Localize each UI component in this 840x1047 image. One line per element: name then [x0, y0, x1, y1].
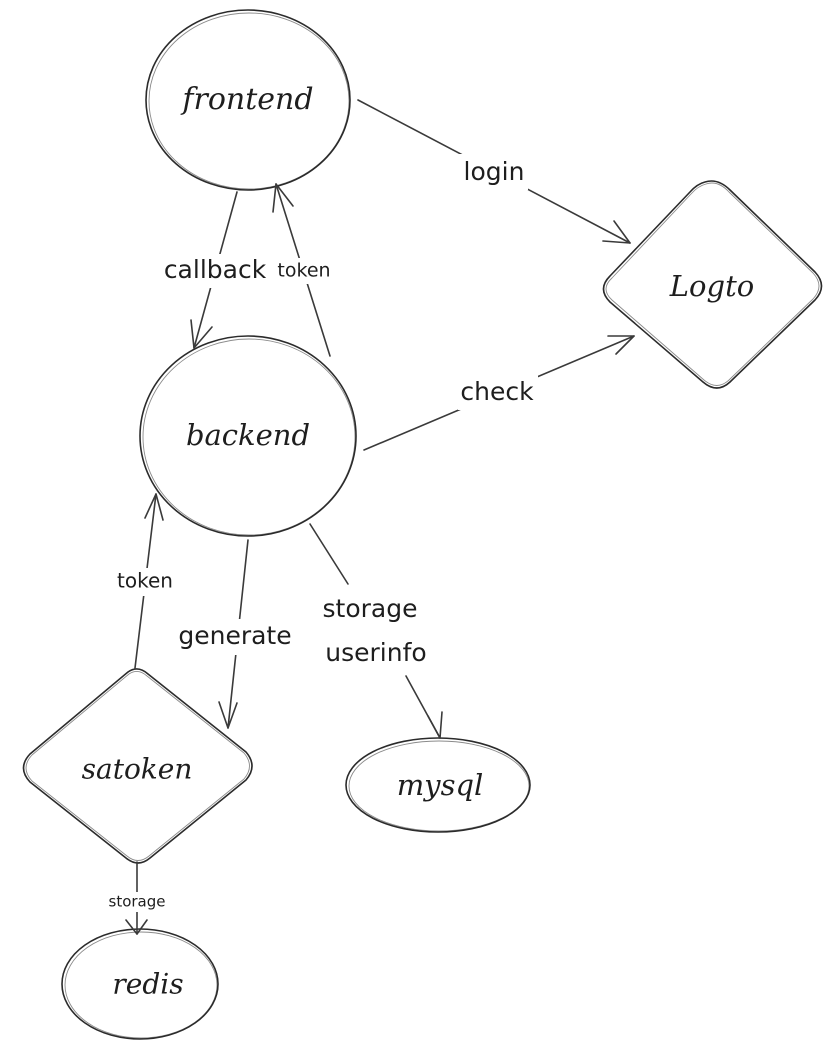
- edge-token-backend-frontend[interactable]: token: [272, 183, 336, 357]
- backend-label: backend: [186, 418, 310, 452]
- mysql-label: mysql: [397, 768, 484, 802]
- edge-label-generate: generate: [178, 621, 291, 650]
- edge-label-check: check: [460, 377, 534, 406]
- satoken-label: satoken: [82, 753, 193, 786]
- edge-label-token-bottom: token: [117, 569, 173, 593]
- edge-token-satoken-backend[interactable]: token: [112, 493, 178, 669]
- edge-label-userinfo: userinfo: [325, 638, 426, 667]
- edge-label-token-top: token: [277, 260, 330, 282]
- edge-generate[interactable]: generate: [172, 539, 298, 729]
- backend-node[interactable]: backend: [139, 335, 357, 537]
- logto-node[interactable]: Logto: [602, 180, 823, 389]
- mysql-node[interactable]: mysql: [345, 737, 531, 833]
- frontend-node[interactable]: frontend: [145, 9, 351, 191]
- edge-callback[interactable]: callback: [160, 191, 270, 349]
- edge-storage-redis[interactable]: storage: [104, 861, 170, 935]
- edge-label-callback: callback: [164, 255, 267, 284]
- edge-login[interactable]: login: [357, 99, 631, 244]
- edge-check[interactable]: check: [363, 335, 635, 451]
- logto-label: Logto: [669, 269, 754, 303]
- redis-label: redis: [112, 968, 183, 1001]
- frontend-label: frontend: [180, 82, 313, 117]
- edge-label-login: login: [464, 157, 525, 186]
- edge-label-storage-redis: storage: [109, 893, 166, 911]
- edge-storage-userinfo[interactable]: storage userinfo: [309, 523, 443, 739]
- redis-node[interactable]: redis: [61, 928, 219, 1040]
- satoken-node[interactable]: satoken: [22, 668, 253, 864]
- edge-label-storage: storage: [323, 594, 418, 623]
